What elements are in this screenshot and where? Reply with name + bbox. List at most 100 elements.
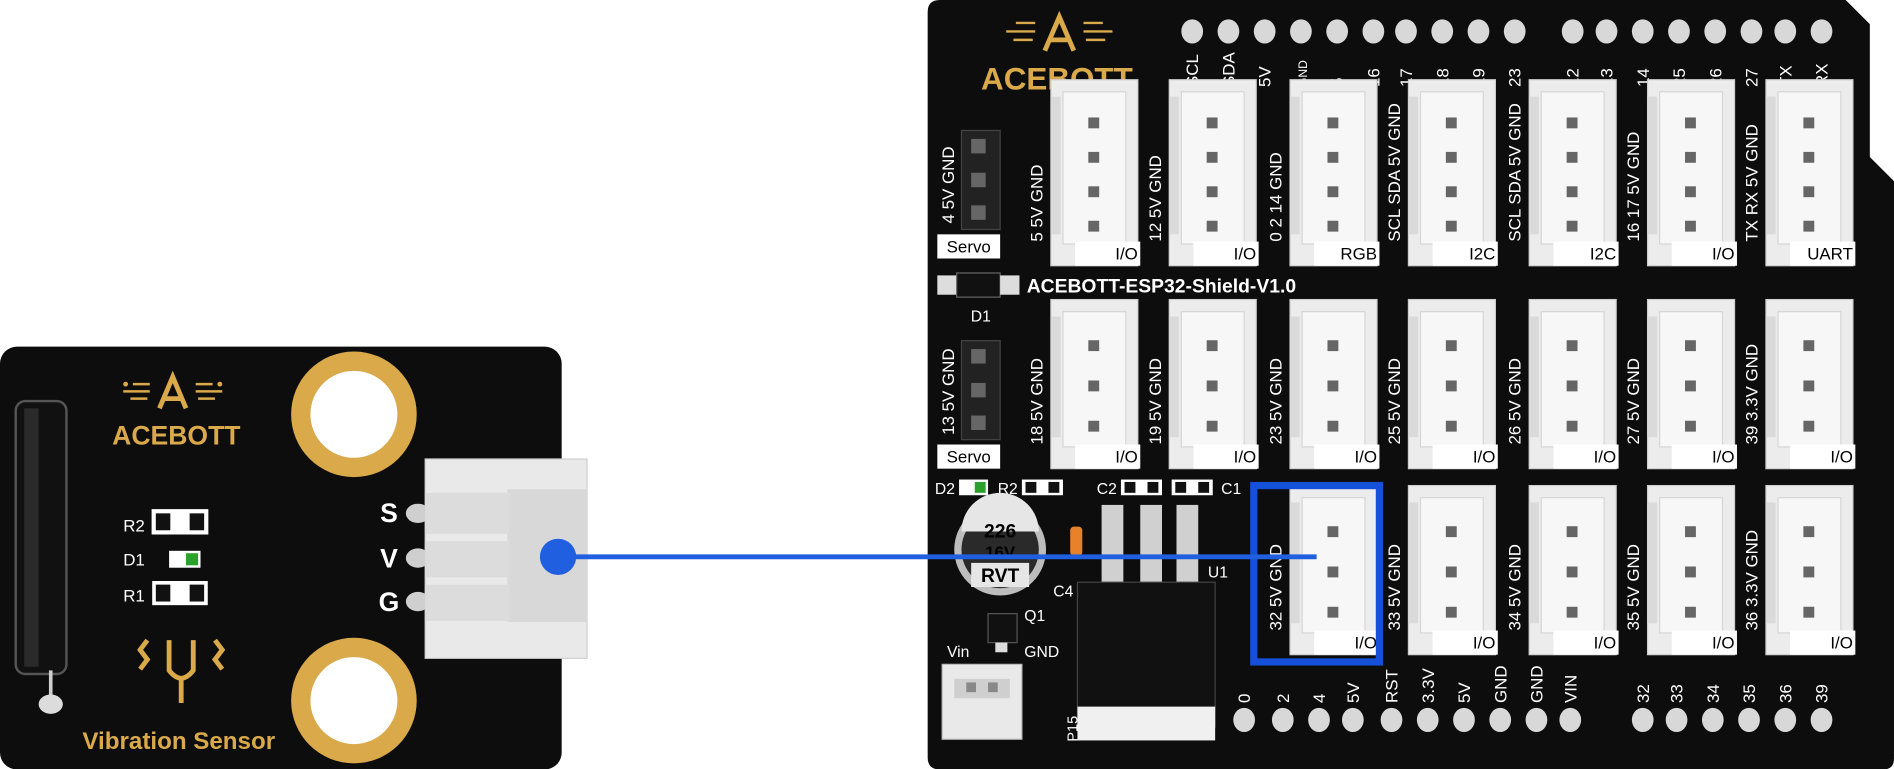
connector-tag: I/O (1830, 448, 1853, 467)
bottom-header-pin (1559, 707, 1582, 732)
connector-pin-labels: 18 5V GND (1027, 358, 1046, 444)
connector-tag-box (1671, 241, 1737, 266)
connector-tag: I/O (1115, 448, 1138, 467)
pin-label-s: S (380, 498, 398, 528)
connector-tag-box (1075, 241, 1141, 266)
sensor-acebott-logo (123, 370, 223, 410)
connector-tag-box (1314, 630, 1380, 655)
electrolytic-capacitor: 226 16V RVT (954, 492, 1047, 596)
grove-connector: 27 5V GND I/O (1624, 298, 1737, 470)
sensor-connector (424, 458, 588, 659)
connector-pin-labels: 27 5V GND (1624, 358, 1643, 444)
connector-pin-labels: 35 5V GND (1624, 544, 1643, 630)
bottom-header-pin (1489, 707, 1512, 732)
bottom-header-pin (1774, 707, 1797, 732)
connector-tag: I2C (1469, 245, 1495, 264)
servo-header-1: 4 5V GND Servo (937, 129, 1001, 259)
c4-capacitor (1070, 526, 1083, 556)
servo-2-pins: 13 5V GND (939, 348, 958, 434)
sensor-name-text: Vibration Sensor (82, 728, 275, 755)
connector-tag: I2C (1590, 245, 1616, 264)
connector-pin-labels: SCL SDA 5V GND (1385, 103, 1404, 241)
shield-title: ACEBOTT-ESP32-Shield-V1.0 (1027, 276, 1296, 297)
bottom-header-pin (1738, 707, 1760, 732)
bottom-header-label: 32 (1634, 684, 1653, 703)
bottom-header-pin (1665, 707, 1688, 732)
cap-value: 226 (984, 522, 1016, 543)
cap-brand: RVT (981, 566, 1019, 587)
top-header-label: 27 (1742, 68, 1761, 87)
c1-label: C1 (1221, 481, 1241, 498)
connector-tag: I/O (1354, 634, 1377, 653)
connector-tag: I/O (1712, 448, 1735, 467)
top-header-label: SCL (1183, 54, 1202, 87)
top-header-pin (1290, 19, 1312, 44)
connector-tag-box (1075, 444, 1141, 469)
connector-tag: I/O (1473, 634, 1496, 653)
bottom-header-pin (1233, 707, 1256, 732)
grove-connector: 12 5V GND I/O (1146, 79, 1259, 267)
connector-tag: I/O (1712, 245, 1735, 264)
esp32-shield: ACEBOTT SCLSDA5VGND516171819231213142526… (927, 0, 1894, 769)
connector-pin-labels: 12 5V GND (1146, 155, 1165, 241)
sensor-brand-text: ACEBOTT (112, 421, 240, 451)
sensor-pin-pads (405, 503, 431, 612)
connector-pin-labels: 16 17 5V GND (1624, 132, 1643, 242)
d1-diode: D1 (937, 272, 1020, 325)
shield-acebott-logo (1006, 10, 1113, 52)
bottom-header-pin (1810, 707, 1833, 732)
sensor-d1-label: D1 (123, 550, 145, 569)
top-header-pin (1810, 19, 1833, 44)
connector-tag-box (1790, 241, 1856, 266)
servo-header-2: 13 5V GND Servo (937, 340, 1001, 469)
connector-tag: RGB (1340, 245, 1377, 264)
connector-tag-box (1553, 630, 1619, 655)
vibration-icon (137, 638, 226, 703)
bottom-header-label: 5V (1344, 682, 1363, 703)
top-header-pin (1253, 19, 1276, 44)
sensor-r1-label: R1 (123, 587, 145, 606)
connector-tag: I/O (1712, 634, 1735, 653)
bottom-header-label: GND (1491, 665, 1510, 703)
connection-wire (539, 538, 1317, 575)
top-header-label: SDA (1219, 51, 1238, 86)
top-header-pin (1561, 19, 1584, 44)
c2-label: C2 (1097, 481, 1117, 498)
top-header-pin (1362, 19, 1385, 44)
bottom-header-pin (1453, 707, 1475, 732)
connector-tag-box (1193, 444, 1259, 469)
vin-connector: Vin P15 (941, 644, 1081, 742)
q1-label: Q1 (1024, 608, 1045, 625)
top-header-label: 5V (1256, 66, 1275, 87)
connector-tag-box (1314, 241, 1380, 266)
top-header-pin (1395, 19, 1417, 44)
pin-label-v: V (380, 544, 398, 574)
connector-tag: I/O (1594, 448, 1617, 467)
bottom-header-label: 5V (1455, 682, 1474, 703)
bottom-header-label: 4 (1310, 694, 1329, 703)
power-section: D2 R2 C2 C1 226 16V RVT C4 (935, 479, 1241, 742)
connector-tag: I/O (1594, 634, 1617, 653)
connector-pin-labels: 23 5V GND (1267, 358, 1286, 444)
bottom-header-label: 3.3V (1419, 667, 1438, 703)
grove-connector: 16 17 5V GND I/O (1624, 79, 1737, 267)
sensor-pcb (0, 346, 562, 769)
top-header-pin (1774, 19, 1797, 44)
servo-2-label: Servo (947, 448, 991, 467)
connector-tag-box (1432, 630, 1498, 655)
connector-tag-box (1432, 241, 1498, 266)
connector-tag: I/O (1234, 245, 1257, 264)
p15-label: P15 (1065, 716, 1081, 742)
